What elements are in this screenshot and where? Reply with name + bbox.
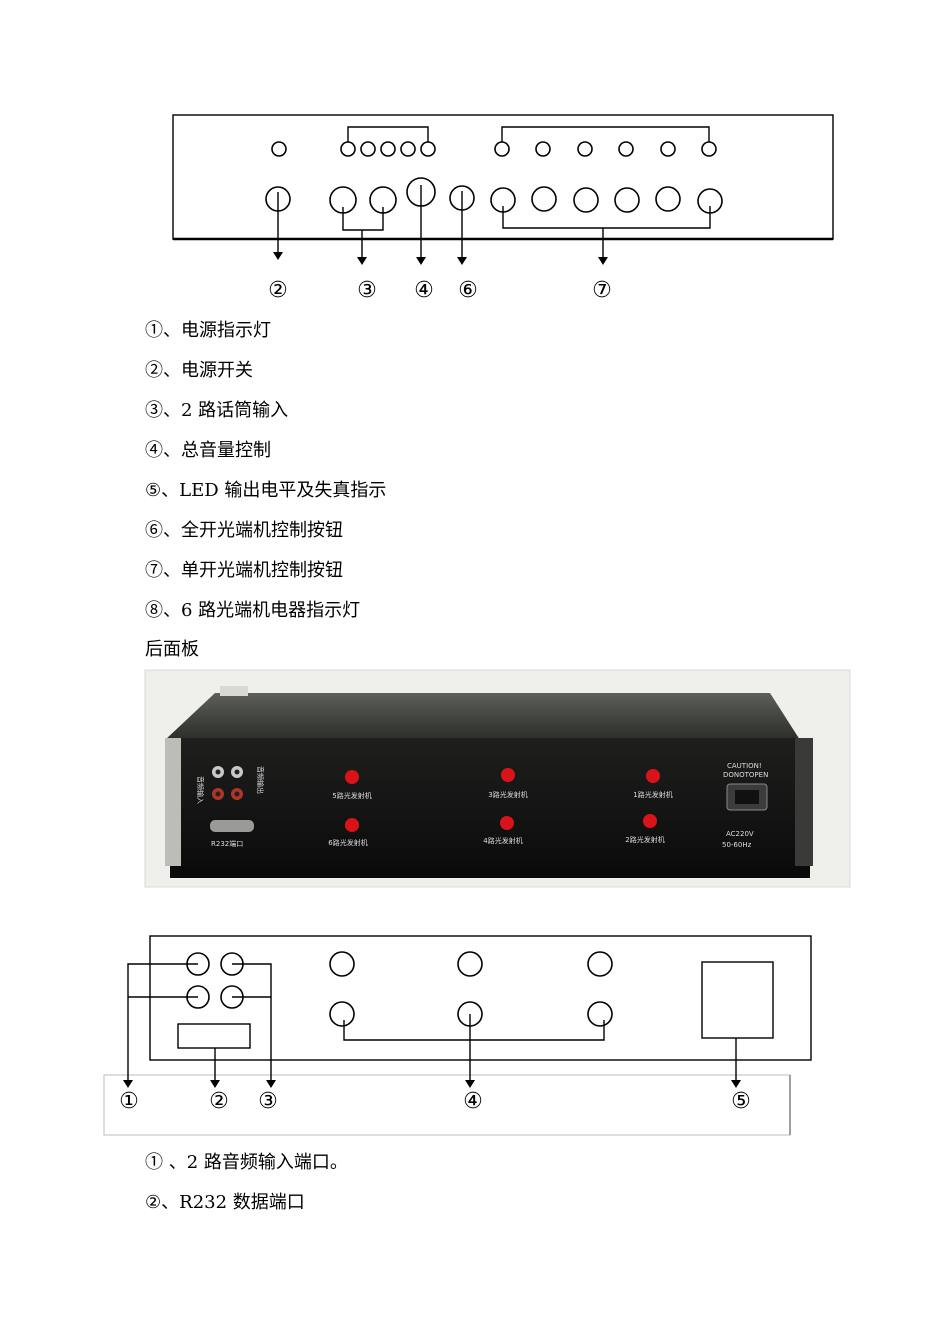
rear-audio-jacks (123, 952, 276, 1088)
rear-callout-1: ① (119, 1089, 139, 1114)
front-legend-5: ⑤、LED 输出电平及失真指示 (145, 480, 387, 501)
front-legend-1: ①、电源指示灯 (145, 320, 271, 341)
front-legend-8: ⑧、6 路光端机电器指示灯 (145, 600, 361, 621)
power-indicator-led (271, 141, 287, 157)
mic-input-jacks (329, 186, 397, 265)
single-on-buttons (490, 186, 723, 265)
rear-legend-1: ① 、2 路音频输入端口。 (145, 1152, 348, 1173)
front-legend-4: ④、总音量控制 (145, 440, 271, 461)
rear-callout-3: ③ (258, 1089, 278, 1114)
front-legend-6: ⑥、全开光端机控制按钮 (145, 520, 343, 541)
front-callout-4: ④ (414, 278, 434, 303)
rear-legend-2: ②、R232 数据端口 (145, 1192, 305, 1213)
front-legend-7: ⑦、单开光端机控制按钮 (145, 560, 343, 581)
rear-callout-5: ⑤ (731, 1089, 751, 1114)
transmitter-led-group (494, 126, 717, 157)
rear-callout-2: ② (209, 1089, 229, 1114)
rear-panel-heading: 后面板 (145, 639, 199, 660)
rear-transmitter-buttons (329, 951, 613, 1088)
front-legend-3: ③、2 路话筒输入 (145, 400, 289, 421)
front-callout-6: ⑥ (458, 278, 478, 303)
front-legend-2: ②、电源开关 (145, 360, 253, 381)
rear-rs232-port (177, 1023, 251, 1049)
front-callout-7: ⑦ (592, 278, 612, 303)
level-led-group (340, 126, 436, 157)
rear-callout-4: ④ (463, 1089, 483, 1114)
rear-power-socket (701, 961, 774, 1039)
front-callout-2: ② (268, 278, 288, 303)
front-panel-diagram: ② ③ ④ ⑥ ⑦ (172, 114, 834, 303)
front-callout-3: ③ (357, 278, 377, 303)
